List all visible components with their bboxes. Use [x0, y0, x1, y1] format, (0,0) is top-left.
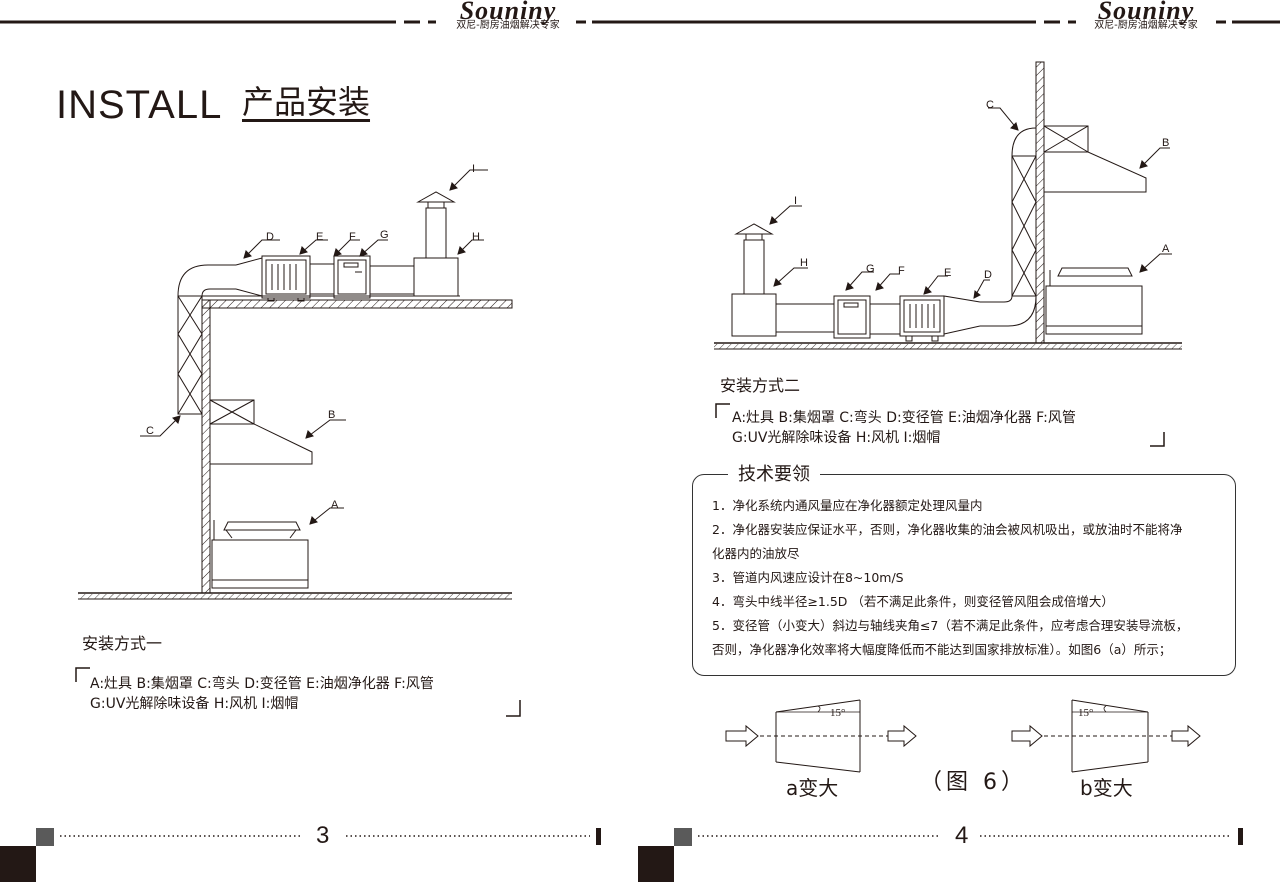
brand-tagline: 双尼-厨房油烟解决专家: [456, 20, 560, 31]
diagram-2-labels: A B C D E F G H I: [794, 99, 1170, 281]
figure-6-reducer-a: [725, 699, 917, 773]
figure-label-b: b变大: [1080, 776, 1133, 800]
figure-6-reducer-b: [1011, 699, 1201, 773]
method-2-title: 安装方式二: [720, 376, 801, 395]
svg-text:E: E: [944, 267, 951, 279]
legend-line: A:灶具 B:集烟罩 C:弯头 D:变径管 E:油烟净化器 F:风管: [732, 410, 1076, 426]
brand-logo: Souniny: [1097, 0, 1195, 25]
footer-left: [0, 828, 601, 882]
diagram-1-labels: A B C D E F G H I: [146, 163, 480, 511]
footer-right: [638, 828, 1243, 882]
svg-text:F: F: [349, 231, 356, 243]
svg-text:C: C: [986, 99, 994, 111]
list-item: 否则，净化器净化效率将大幅度降低而不能达到国家排放标准）。如图6（a）所示；: [712, 642, 1172, 657]
svg-text:C: C: [146, 425, 154, 437]
svg-text:G: G: [380, 229, 389, 241]
legend-line: G:UV光解除味设备 H:风机 I:烟帽: [90, 696, 299, 712]
svg-text:D: D: [984, 269, 992, 281]
page-number-left: 3: [316, 822, 330, 849]
svg-text:G: G: [866, 263, 875, 275]
list-item: 2．净化器安装应保证水平，否则，净化器收集的油会被风机吸出，或放油时不能将净: [712, 522, 1183, 537]
list-item: 化器内的油放尽: [712, 546, 800, 561]
svg-text:A: A: [1162, 243, 1170, 255]
tech-notes-box: [692, 474, 1236, 676]
list-item: 1．净化系统内通风量应在净化器额定处理风量内: [712, 498, 983, 513]
svg-text:I: I: [472, 163, 475, 175]
list-item: 5．变径管（小变大）斜边与轴线夹角≤7（若不满足此条件，应考虑合理安装导流板，: [712, 618, 1189, 633]
tech-notes-title: 技术要领: [728, 462, 820, 488]
svg-text:B: B: [328, 409, 335, 421]
diagram-method-1: [78, 169, 513, 600]
legend-line: G:UV光解除味设备 H:风机 I:烟帽: [732, 430, 941, 446]
brand-left: Souniny 双尼-厨房油烟解决专家: [438, 0, 578, 31]
svg-text:H: H: [800, 257, 808, 269]
figure-label-a: a变大: [786, 776, 839, 800]
figure-6-angle-labels: 15° 15°: [830, 707, 1093, 719]
svg-text:A: A: [331, 499, 339, 511]
diagram-method-2: [714, 61, 1182, 350]
legend-brackets: [75, 403, 1165, 717]
svg-text:F: F: [898, 265, 905, 277]
svg-text:I: I: [794, 195, 797, 207]
tech-notes-list: 1．净化系统内通风量应在净化器额定处理风量内 2．净化器安装应保证水平，否则，净…: [712, 494, 1228, 662]
list-item: 4．弯头中线半径≥1.5D （若不满足此条件，则变径管风阻会成倍增大）: [712, 594, 1114, 609]
method-1-title: 安装方式一: [82, 634, 163, 653]
method-2-legend: A:灶具 B:集烟罩 C:弯头 D:变径管 E:油烟净化器 F:风管 G:UV光…: [732, 408, 1076, 448]
svg-text:H: H: [472, 231, 480, 243]
svg-text:15°: 15°: [1078, 707, 1093, 719]
figure-caption: （图 6）: [920, 770, 1027, 795]
legend-line: A:灶具 B:集烟罩 C:弯头 D:变径管 E:油烟净化器 F:风管: [90, 676, 434, 692]
brand-right: Souniny 双尼-厨房油烟解决专家: [1076, 0, 1216, 31]
list-item: 3．管道内风速应设计在8~10m/S: [712, 570, 904, 585]
method-1-legend: A:灶具 B:集烟罩 C:弯头 D:变径管 E:油烟净化器 F:风管 G:UV光…: [90, 674, 434, 714]
svg-text:15°: 15°: [830, 707, 845, 719]
brand-logo: Souniny: [459, 0, 557, 25]
page-title-en: INSTALL: [56, 83, 223, 127]
svg-text:B: B: [1162, 137, 1169, 149]
brand-tagline: 双尼-厨房油烟解决专家: [1094, 20, 1198, 31]
svg-text:E: E: [316, 231, 323, 243]
svg-text:D: D: [266, 231, 274, 243]
page-title-cn: 产品安装: [242, 83, 371, 121]
page-number-right: 4: [955, 822, 969, 849]
